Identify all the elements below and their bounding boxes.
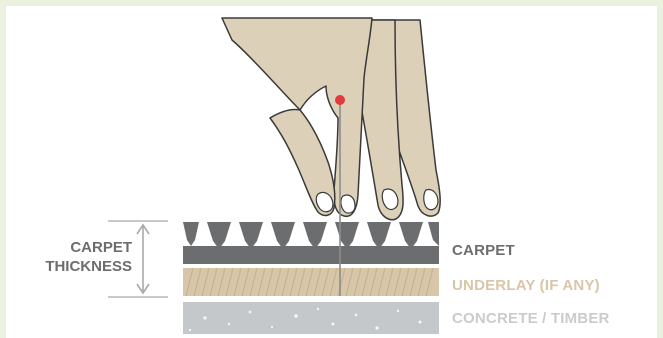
carpet-tuft-gaps [199, 222, 428, 242]
carpet-label: CARPET [452, 242, 515, 259]
double-arrow-icon [136, 223, 150, 295]
underlay-layer [183, 267, 439, 297]
underlay-label: UNDERLAY (IF ANY) [452, 277, 600, 294]
thickness-label-line-2: THICKNESS [45, 258, 132, 275]
fingernails [315, 188, 439, 214]
hand-icon [221, 17, 441, 221]
carpet-layer [183, 222, 439, 264]
thickness-label-line-1: CARPET [70, 239, 132, 256]
concrete-label: CONCRETE / TIMBER [452, 310, 610, 327]
thickness-guides [108, 220, 168, 298]
measuring-pin-icon [335, 95, 345, 296]
carpet-thickness-label: CARPET THICKNESS [20, 238, 132, 276]
concrete-layer [183, 302, 439, 334]
